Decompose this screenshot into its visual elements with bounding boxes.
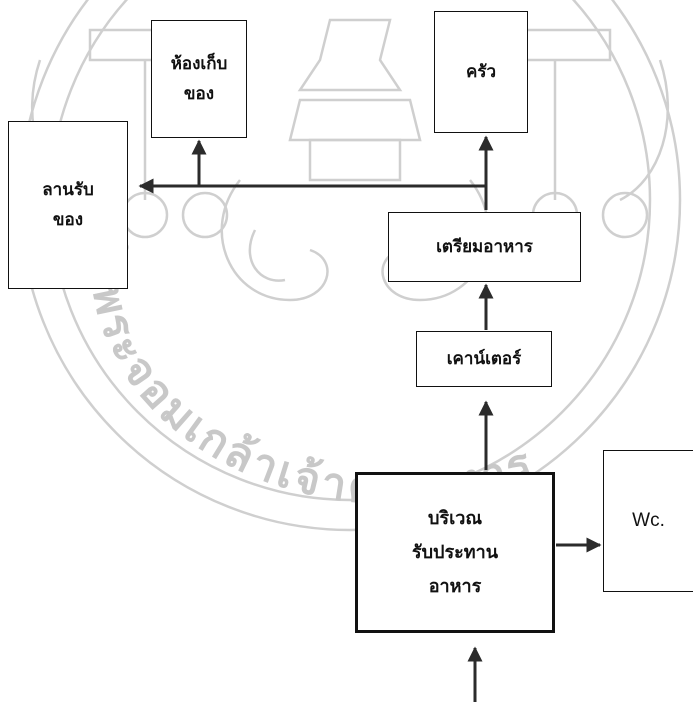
dining-area-label-line3: อาหาร [428, 575, 482, 597]
receiving-yard-label-line2: ของ [52, 210, 84, 230]
dining-area-label-line1: บริเวณ [427, 507, 483, 529]
wc-box: Wc. [603, 450, 693, 592]
receiving-yard-label-line1: ลานรับ [42, 180, 94, 200]
storage-room-label-line1: ห้องเก็บ [170, 54, 228, 74]
food-prep-box: เตรียมอาหาร [388, 212, 581, 282]
kitchen-box: ครัว [434, 11, 528, 133]
storage-room-box: ห้องเก็บ ของ [151, 20, 247, 138]
counter-box: เคาน์เตอร์ [416, 331, 552, 387]
wc-label: Wc. [632, 510, 665, 531]
kitchen-label: ครัว [465, 62, 497, 82]
storage-room-label-line2: ของ [183, 84, 215, 104]
receiving-yard-box: ลานรับ ของ [8, 121, 128, 289]
counter-label: เคาน์เตอร์ [446, 349, 522, 369]
dining-area-label-line2: รับประทาน [411, 541, 499, 563]
dining-area-box: บริเวณ รับประทาน อาหาร [355, 472, 555, 633]
food-prep-label: เตรียมอาหาร [436, 237, 533, 257]
